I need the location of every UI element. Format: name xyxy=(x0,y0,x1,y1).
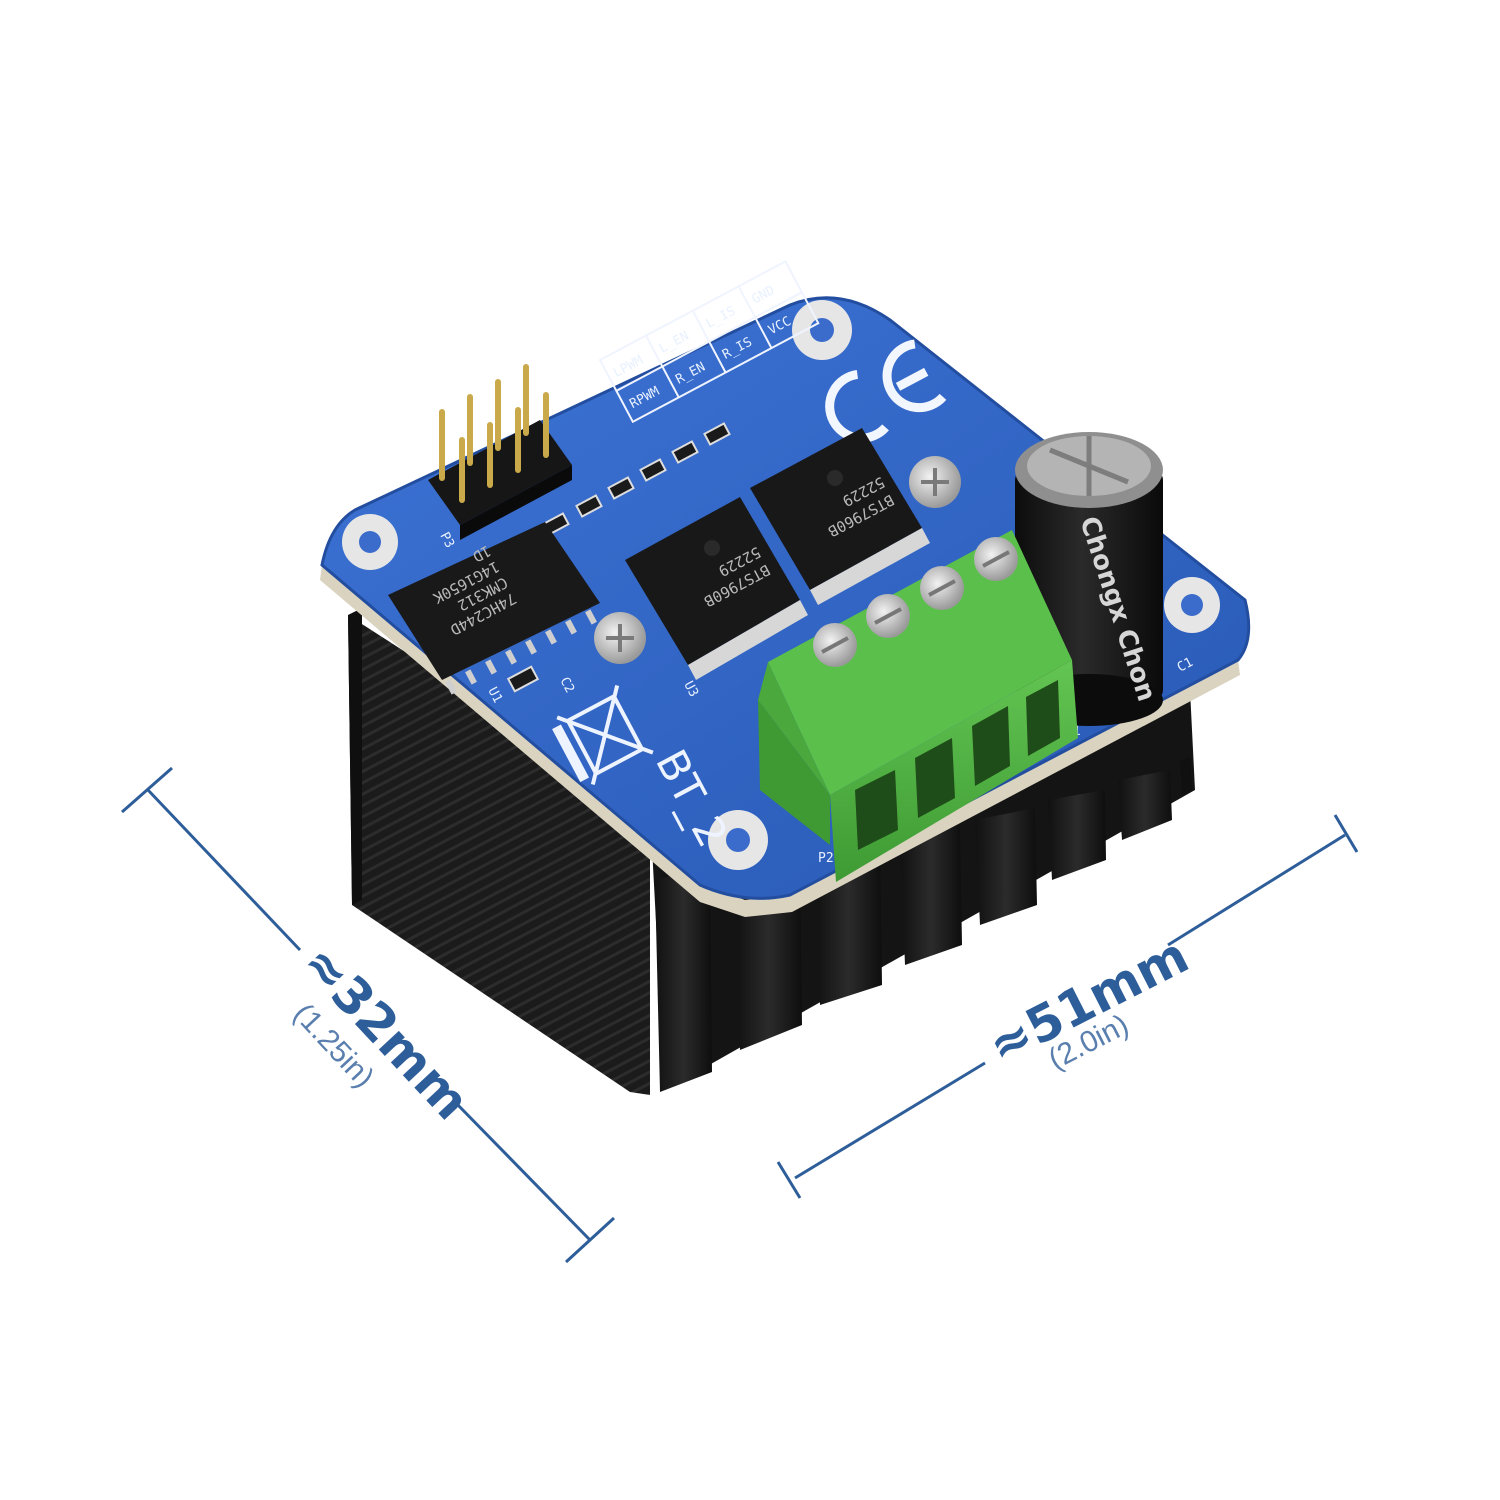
label-c2: C2 xyxy=(556,675,577,696)
weee-bin-icon xyxy=(552,685,654,785)
label-gnd: GND xyxy=(750,283,778,307)
screw-left xyxy=(594,612,646,664)
chip-bts7960-right: BTS7960B 52229 xyxy=(750,428,930,605)
label-c1: C1 xyxy=(1175,655,1196,676)
terminal-screws xyxy=(813,537,1018,667)
mounting-hole-right xyxy=(1164,577,1220,633)
label-p2: P2 xyxy=(818,851,834,866)
pin-header: P3 xyxy=(428,364,572,551)
mounting-hole-left xyxy=(342,514,398,570)
heatsink-fins xyxy=(655,758,1192,1092)
label-u3: U3 xyxy=(680,679,701,700)
mounting-hole-bottom xyxy=(708,810,768,870)
heatsink-front-face xyxy=(348,615,650,1095)
screw-terminal-block xyxy=(758,530,1078,882)
label-p3: P3 xyxy=(436,530,457,551)
screw-right xyxy=(909,456,961,508)
smd-components xyxy=(506,422,731,693)
ce-mark-icon xyxy=(825,339,947,443)
electrolytic-capacitor: Chongx Chon xyxy=(1015,432,1163,726)
chip-bts7960-left: BTS7960B 52229 U3 xyxy=(625,497,808,700)
label-u1: U1 xyxy=(484,685,505,706)
label-l-is: L_IS xyxy=(704,304,739,332)
mounting-hole-top xyxy=(792,300,852,360)
